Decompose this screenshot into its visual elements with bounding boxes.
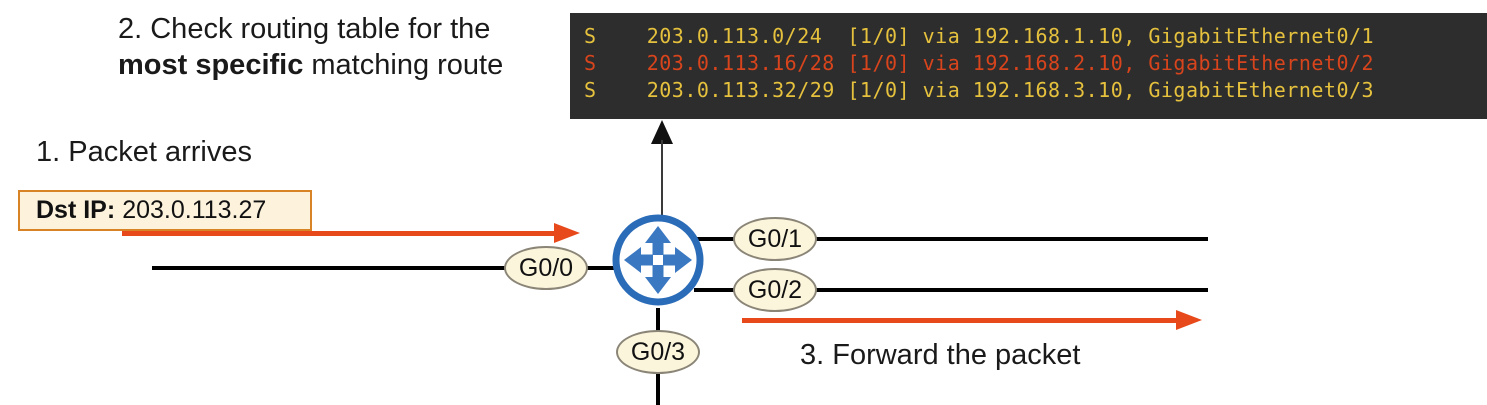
interface-label-g0-1: G0/1 bbox=[733, 217, 817, 261]
link-stub-g0-1 bbox=[694, 237, 744, 241]
interface-label-g0-3: G0/3 bbox=[616, 330, 700, 374]
step-3-annotation: 3. Forward the packet bbox=[800, 339, 1081, 371]
destination-ip-box: Dst IP: 203.0.113.27 bbox=[18, 190, 312, 231]
incoming-packet-arrow bbox=[122, 223, 580, 243]
interface-label-g0-2-text: G0/2 bbox=[747, 275, 803, 304]
routing-table-panel: S 203.0.113.0/24 [1/0] via 192.168.1.10,… bbox=[570, 13, 1487, 119]
link-line-g0-1 bbox=[812, 237, 1208, 241]
incoming-arrow-head bbox=[554, 223, 580, 243]
step-2-line-1: 2. Check routing table for the bbox=[118, 13, 491, 45]
lookup-arrow bbox=[651, 120, 673, 215]
step-2-emphasis: most specific bbox=[118, 49, 304, 81]
interface-label-g0-3-text: G0/3 bbox=[630, 337, 686, 366]
lookup-arrow-head bbox=[651, 120, 673, 144]
destination-ip-value: 203.0.113.27 bbox=[122, 196, 267, 224]
routing-table-row-matched: S 203.0.113.16/28 [1/0] via 192.168.2.10… bbox=[584, 51, 1375, 75]
link-line-g0-0 bbox=[152, 266, 522, 270]
incoming-arrow-shaft bbox=[122, 231, 556, 236]
interface-label-g0-1-text: G0/1 bbox=[747, 224, 803, 253]
routing-table-row: S 203.0.113.32/29 [1/0] via 192.168.3.10… bbox=[584, 78, 1375, 102]
interface-label-g0-0: G0/0 bbox=[504, 246, 588, 290]
step-2-annotation: 2. Check routing table for the most spec… bbox=[118, 11, 503, 83]
interface-label-g0-0-text: G0/0 bbox=[518, 253, 574, 282]
link-stub-g0-0 bbox=[574, 266, 616, 270]
routing-table-row: S 203.0.113.0/24 [1/0] via 192.168.1.10,… bbox=[584, 24, 1375, 48]
lookup-arrow-shaft bbox=[661, 140, 663, 215]
interface-label-g0-2: G0/2 bbox=[733, 268, 817, 312]
link-line-g0-2 bbox=[812, 288, 1208, 292]
outgoing-packet-arrow bbox=[742, 310, 1202, 330]
link-stub-g0-2 bbox=[694, 288, 744, 292]
router-icon bbox=[610, 212, 706, 308]
destination-ip-label: Dst IP: bbox=[36, 196, 116, 224]
outgoing-arrow-shaft bbox=[742, 318, 1178, 323]
outgoing-arrow-head bbox=[1176, 310, 1202, 330]
step-2-line-2-tail: matching route bbox=[303, 49, 504, 81]
step-2-line-2: most specific matching route bbox=[118, 47, 503, 83]
step-1-annotation: 1. Packet arrives bbox=[36, 136, 252, 168]
